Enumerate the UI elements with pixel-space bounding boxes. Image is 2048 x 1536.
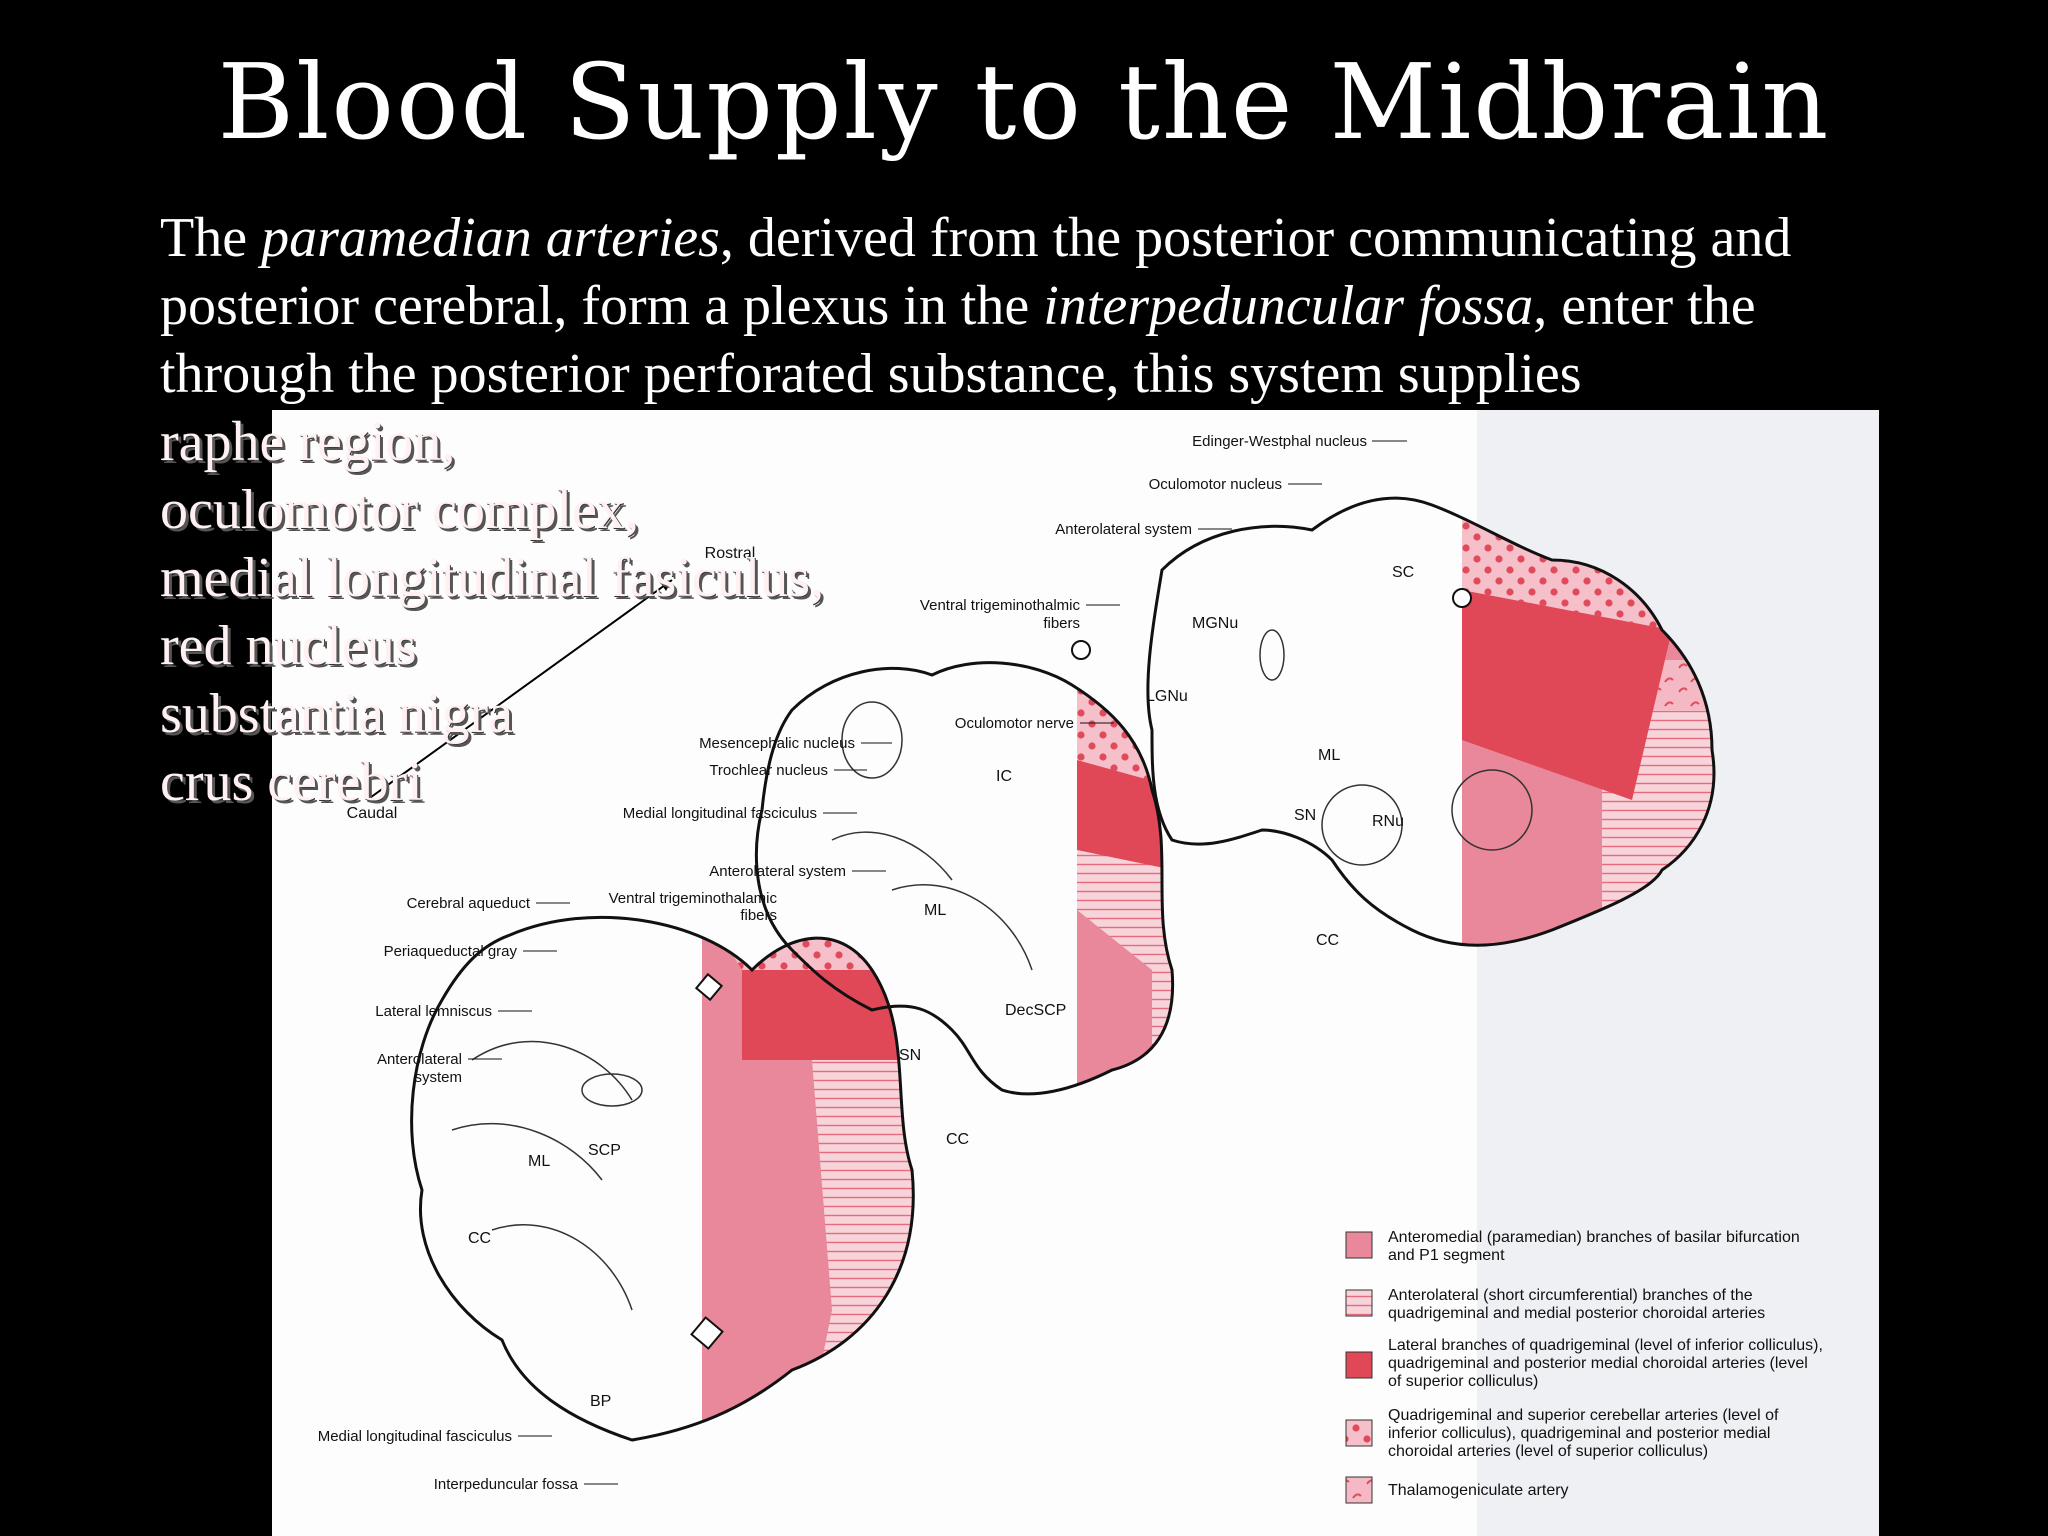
label-anterolateral-system-mid: Anterolateral system <box>709 863 846 880</box>
legend-item-thalamogeniculate: Thalamogeniculate artery <box>1345 1476 1569 1504</box>
legend-text-1b: and P1 segment <box>1388 1247 1505 1264</box>
legend-swatch-solid-dark <box>1345 1351 1373 1379</box>
structure-labels: Edinger-Westphal nucleus Oculomotor nucl… <box>318 433 1415 1493</box>
label-interpeduncular-fossa: Interpeduncular fossa <box>434 1476 579 1493</box>
label-ml-mid: ML <box>924 902 946 919</box>
supplied-region-item: oculomotor complex, <box>160 479 640 541</box>
label-mgnu: MGNu <box>1192 615 1238 632</box>
label-rnu: RNu <box>1372 813 1404 830</box>
supplied-region-item: red nucleus <box>160 615 417 677</box>
label-ml-top: ML <box>1318 747 1340 764</box>
intro-term-paramedian: paramedian arteries <box>261 207 720 269</box>
label-mesencephalic-nucleus: Mesencephalic nucleus <box>699 735 855 752</box>
label-ventral-trigeminothalamic-2: fibers <box>740 907 777 924</box>
legend-item-lateral: Lateral branches of quadrigeminal (level… <box>1345 1337 1823 1390</box>
region-anteromedial-low-b <box>702 1010 832 1440</box>
label-ventral-trigeminothalmic-2: fibers <box>1043 615 1080 632</box>
label-anterolateral-system-low-2: system <box>414 1069 462 1086</box>
legend-swatch-hatched <box>1345 1289 1373 1317</box>
midbrain-diagram-svg: Rostral Caudal <box>318 410 1879 1536</box>
fossa-marker <box>690 1316 724 1350</box>
label-periaqueductal-gray: Periaqueductal gray <box>384 943 518 960</box>
supplied-region-item: substantia nigra <box>160 683 514 745</box>
region-lateral-low <box>742 970 914 1060</box>
label-trochlear-nucleus: Trochlear nucleus <box>709 762 828 779</box>
intro-term-fossa: interpeduncular fossa <box>1043 275 1534 337</box>
legend-text-4a: Quadrigeminal and superior cerebellar ar… <box>1388 1407 1779 1424</box>
label-cc-top: CC <box>1316 932 1339 949</box>
label-bp: BP <box>590 1393 611 1410</box>
legend: Anteromedial (paramedian) branches of ba… <box>1345 1229 1823 1504</box>
legend-text-1a: Anteromedial (paramedian) branches of ba… <box>1388 1229 1800 1246</box>
supplied-regions-list: raphe region, oculomotor complex, medial… <box>160 408 824 816</box>
label-edinger-westphal: Edinger-Westphal nucleus <box>1192 433 1367 450</box>
legend-text-2a: Anterolateral (short circumferential) br… <box>1388 1287 1753 1304</box>
label-sn-top: SN <box>1294 807 1316 824</box>
label-sn-mid: SN <box>899 1047 921 1064</box>
label-sc: SC <box>1392 564 1414 581</box>
label-mlf-mid: Medial longitudinal fasciculus <box>623 805 817 822</box>
legend-item-anteromedial: Anteromedial (paramedian) branches of ba… <box>1345 1229 1800 1264</box>
legend-text-2b: quadrigeminal and medial posterior choro… <box>1388 1305 1765 1322</box>
legend-text-5a: Thalamogeniculate artery <box>1388 1482 1569 1499</box>
intro-text-3: , enter the through the posterior perfor… <box>160 275 1756 405</box>
legend-text-3c: of superior colliculus) <box>1388 1373 1538 1390</box>
legend-item-anterolateral: Anterolateral (short circumferential) br… <box>1345 1287 1765 1322</box>
label-scp: SCP <box>588 1142 621 1159</box>
supplied-region-item: crus cerebri <box>160 751 423 813</box>
outline-top <box>1146 496 1716 947</box>
intro-text-2: , derived from the posterior communicati… <box>160 207 1792 337</box>
intro-text-1: The <box>160 207 262 269</box>
label-lateral-lemniscus: Lateral lemniscus <box>375 1003 492 1020</box>
label-ml-low: ML <box>528 1153 550 1170</box>
legend-swatch-squiggle <box>1345 1476 1373 1504</box>
supplied-region-item: medial longitudinal fasiculus, <box>160 547 825 609</box>
outline-mid <box>754 661 1175 1096</box>
label-decscp: DecSCP <box>1005 1002 1066 1019</box>
label-cerebral-aqueduct: Cerebral aqueduct <box>407 895 531 912</box>
section-inferior-colliculus <box>410 915 915 1442</box>
label-anterolateral-system-low-1: Anterolateral <box>377 1051 462 1068</box>
intro-paragraph: The paramedian arteries, derived from th… <box>160 204 1920 408</box>
orientation-arrow <box>366 579 673 801</box>
legend-text-3a: Lateral branches of quadrigeminal (level… <box>1388 1337 1823 1354</box>
legend-swatch-solid-light <box>1345 1231 1373 1259</box>
aqueduct-marker <box>694 972 724 1002</box>
arrow-head-icon <box>660 580 672 591</box>
label-ic: IC <box>996 768 1012 785</box>
label-lgnu: LGNu <box>1146 688 1188 705</box>
supplied-region-item: raphe region, <box>160 411 456 473</box>
legend-text-4c: choroidal arteries (level of superior co… <box>1388 1443 1708 1460</box>
label-oculomotor-nerve: Oculomotor nerve <box>955 715 1074 732</box>
outline-low <box>410 915 915 1442</box>
label-oculomotor-nucleus: Oculomotor nucleus <box>1149 476 1282 493</box>
caudal-label: Caudal <box>347 805 398 822</box>
label-cc-mid: CC <box>946 1131 969 1148</box>
midbrain-diagram: Rostral Caudal <box>272 410 1879 1536</box>
label-mlf-low: Medial longitudinal fasciculus <box>318 1428 512 1445</box>
slide-title: Blood Supply to the Midbrain <box>217 41 1831 163</box>
label-ventral-trigeminothalmic-1: Ventral trigeminothalmic <box>920 597 1081 614</box>
label-ventral-trigeminothalamic-1: Ventral trigeminothalamic <box>609 890 778 907</box>
legend-text-4b: inferior colliculus), quadrigeminal and … <box>1388 1425 1770 1442</box>
legend-swatch-dotted <box>1345 1419 1373 1447</box>
rostral-label: Rostral <box>705 545 756 562</box>
legend-item-dotted: Quadrigeminal and superior cerebellar ar… <box>1345 1407 1779 1460</box>
legend-text-3b: quadrigeminal and posterior medial choro… <box>1388 1355 1808 1372</box>
region-dotted-low <box>712 920 914 970</box>
label-cc-low: CC <box>468 1230 491 1247</box>
label-anterolateral-system-top: Anterolateral system <box>1055 521 1192 538</box>
